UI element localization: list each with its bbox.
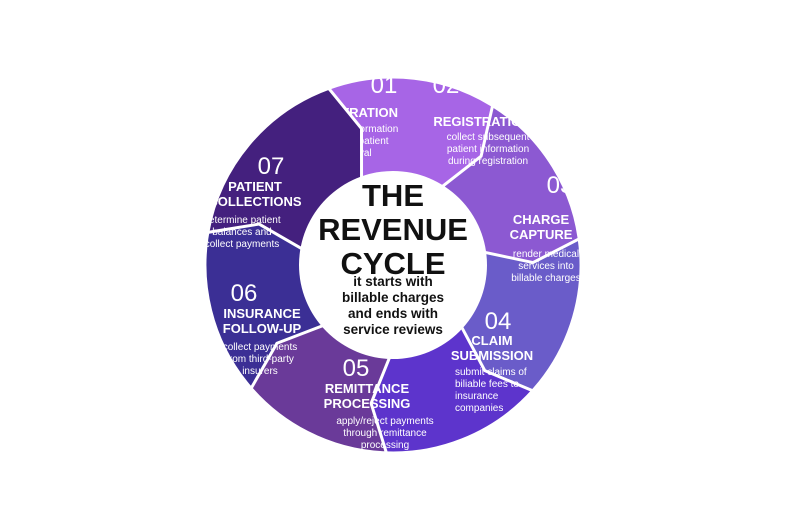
- step-04-description: biliable fees to: [455, 379, 519, 390]
- step-07-title: PATIENT: [228, 179, 282, 194]
- step-02-number: 02: [433, 72, 460, 99]
- step-06-description: insurers: [242, 366, 278, 377]
- step-03-number: 03: [547, 172, 574, 199]
- step-05-number: 05: [343, 355, 370, 382]
- center-title: REVENUE: [318, 212, 468, 247]
- step-03-description: services into: [518, 261, 574, 272]
- step-03-title: CAPTURE: [510, 227, 573, 242]
- step-04-description: companies: [455, 403, 503, 414]
- step-05-description: through remittance: [343, 428, 427, 439]
- center-subtitle: it starts with: [353, 274, 433, 289]
- step-04-description: submit claims of: [455, 367, 527, 378]
- step-02-description: collect subsequent: [447, 132, 530, 143]
- step-02-description: during registration: [448, 156, 528, 167]
- step-06-number: 06: [231, 280, 258, 307]
- step-04-number: 04: [485, 308, 512, 335]
- step-03-description: render medical: [513, 249, 579, 260]
- step-03-description: billable charges: [511, 273, 581, 284]
- step-06-description: collect payments: [223, 342, 297, 353]
- step-06-title: FOLLOW-UP: [223, 321, 302, 336]
- step-05-title: PROCESSING: [324, 396, 411, 411]
- step-04-title: SUBMISSION: [451, 348, 533, 363]
- center-subtitle: service reviews: [343, 322, 443, 337]
- step-04-title: CLAIM: [471, 333, 512, 348]
- step-07-description: determine patient: [203, 215, 280, 226]
- center-subtitle: and ends with: [348, 306, 438, 321]
- center-title: CYCLE: [340, 246, 445, 281]
- step-05-description: apply/reject payments: [336, 416, 433, 427]
- step-06-description: from third-party: [226, 354, 294, 365]
- step-02-title: REGISTRATION: [433, 114, 530, 129]
- step-07-description: collect payments: [205, 239, 279, 250]
- step-06-title: INSURANCE: [223, 306, 301, 321]
- step-04-description: insurance: [455, 391, 499, 402]
- step-05-description: processing: [361, 440, 409, 451]
- step-01-number: 01: [371, 72, 398, 99]
- center-title: THE: [362, 178, 424, 213]
- step-02-description: patient information: [447, 144, 529, 155]
- step-03-title: CHARGE: [513, 212, 570, 227]
- step-07-description: balances and: [212, 227, 272, 238]
- center-subtitle: billable charges: [342, 290, 444, 305]
- step-07-title: COLLECTIONS: [208, 194, 301, 209]
- step-07-number: 07: [258, 153, 285, 180]
- step-05-title: REMITTANCE: [325, 381, 410, 396]
- center-circle: [299, 171, 487, 359]
